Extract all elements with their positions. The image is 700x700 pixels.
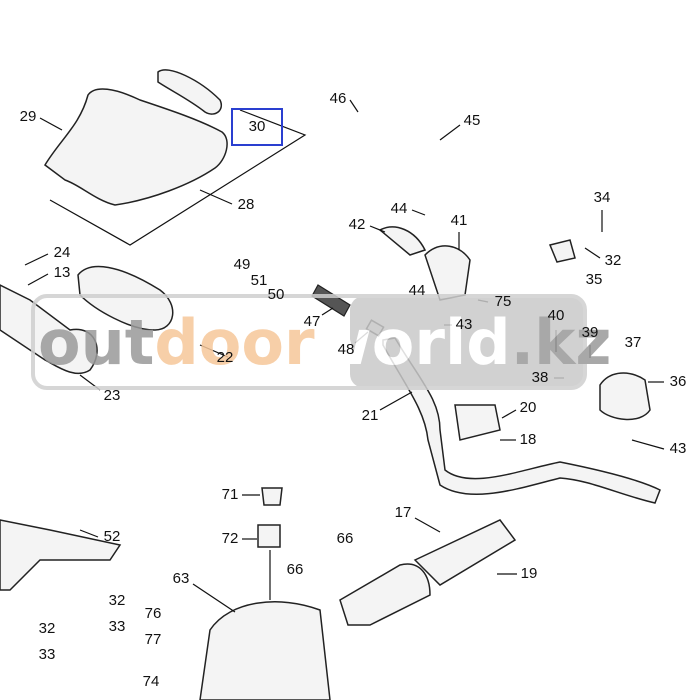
callout-label: 48 <box>338 341 355 358</box>
callout-label: 39 <box>582 324 599 341</box>
switch-housing-part <box>548 239 651 421</box>
callout-label: 17 <box>395 504 412 521</box>
callout-label: 29 <box>20 108 37 125</box>
callout-label: 34 <box>594 189 611 206</box>
callout-label: 72 <box>222 530 239 547</box>
callout-label: 19 <box>521 565 538 582</box>
callout-label: 23 <box>104 387 121 404</box>
armrest-part <box>0 265 174 375</box>
callout-label: 76 <box>145 605 162 622</box>
grip-and-handlebar <box>311 284 661 504</box>
callout-label: 40 <box>548 307 565 324</box>
callout-label: 44 <box>409 282 426 299</box>
throttle-housing-part <box>378 226 471 301</box>
callout-label: 49 <box>234 256 251 273</box>
callout-label: 38 <box>532 369 549 386</box>
watermark: outdoorworld.kz <box>31 294 612 390</box>
callout-label: 77 <box>145 631 162 648</box>
callout-label: 37 <box>625 334 642 351</box>
callout-label: 41 <box>451 212 468 229</box>
callout-label: 44 <box>391 200 408 217</box>
steering-column-part <box>0 487 517 700</box>
callout-label: 43 <box>456 316 473 333</box>
callout-label: 46 <box>330 90 347 107</box>
callout-label: 13 <box>54 264 71 281</box>
callout-label: 35 <box>586 271 603 288</box>
callout-label: 24 <box>54 244 71 261</box>
callout-label: 45 <box>464 112 481 129</box>
callout-label: 18 <box>520 431 537 448</box>
callout-label: 43 <box>670 440 687 457</box>
svg-text:outdoorworld.kz: outdoorworld.kz <box>38 306 612 379</box>
callout-label: 51 <box>251 272 268 289</box>
callout-label: 32 <box>39 620 56 637</box>
callout-label: 52 <box>104 528 121 545</box>
callout-label: 28 <box>238 196 255 213</box>
callout-label: 66 <box>337 530 354 547</box>
callout-label: 42 <box>349 216 366 233</box>
callout-label: 74 <box>143 673 160 690</box>
callout-label: 66 <box>287 561 304 578</box>
callout-label: 32 <box>605 252 622 269</box>
callout-labels: 29 30 28 46 45 44 41 42 34 32 35 24 13 4… <box>20 90 687 690</box>
bracket-plane-lines <box>49 109 307 246</box>
callout-label: 33 <box>109 618 126 635</box>
callout-label: 20 <box>520 399 537 416</box>
callout-label: 50 <box>268 286 285 303</box>
callout-label: 21 <box>362 407 379 424</box>
callout-label: 33 <box>39 646 56 663</box>
highlight-box <box>231 108 283 146</box>
seat-cover-part <box>44 69 228 206</box>
callout-label: 71 <box>222 486 239 503</box>
callout-label: 47 <box>304 313 321 330</box>
callout-label: 75 <box>495 293 512 310</box>
callout-label-highlighted: 30 <box>249 118 266 135</box>
callout-label: 32 <box>109 592 126 609</box>
callout-label: 63 <box>173 570 190 587</box>
callout-label: 36 <box>670 373 687 390</box>
callout-label: 22 <box>217 349 234 366</box>
